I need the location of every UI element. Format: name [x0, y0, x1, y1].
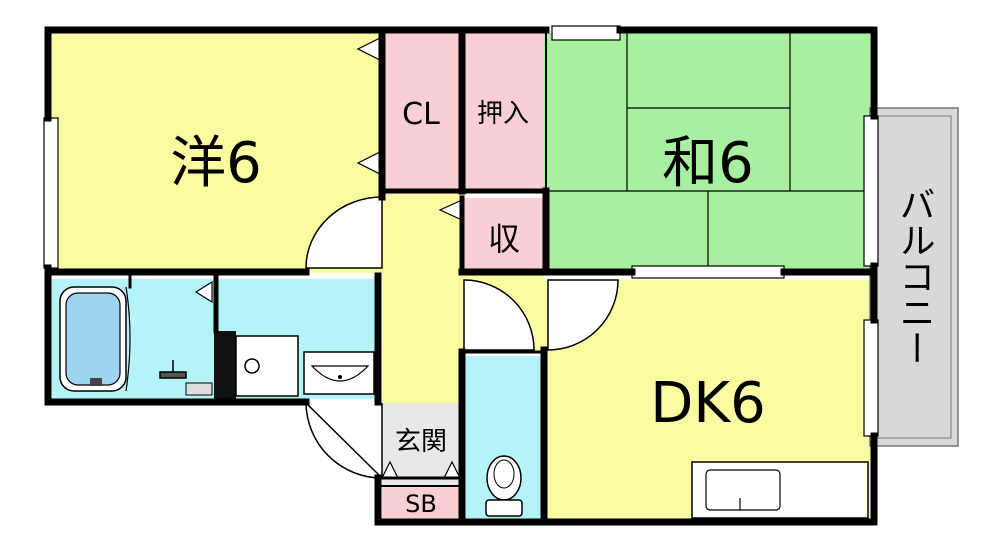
window-east-lower: [863, 319, 879, 437]
room-label-oshiire: 押入: [477, 99, 529, 129]
window-interior: [631, 265, 785, 279]
japanese-room: [544, 33, 870, 273]
storage-area: [464, 198, 544, 270]
door-swings: [305, 196, 619, 480]
oshiire-area: [460, 33, 544, 191]
door-dk: [547, 279, 619, 351]
shoebox-area: [382, 485, 464, 520]
room-label-storage: 収: [488, 220, 520, 258]
bathtub: [59, 286, 127, 392]
closet-area: [382, 33, 460, 191]
toilet-icon: [485, 455, 523, 517]
room-label-genkan: 玄関: [395, 427, 447, 457]
window-north: [551, 25, 621, 41]
door-western: [305, 196, 383, 269]
basin-bowl: [310, 365, 370, 382]
tatami-lines: [544, 33, 870, 273]
bath-faucet: [159, 360, 187, 379]
kitchen-sink: [705, 469, 781, 511]
walls: [44, 26, 878, 526]
washer-pan-dark: [214, 331, 236, 399]
washer-drum-icon: [244, 358, 260, 374]
balcony-area: [869, 107, 959, 447]
room-label-balcony: バルコニー: [894, 186, 935, 366]
room-label-shoebox: SB: [405, 490, 437, 518]
washing-machine: [235, 335, 299, 397]
room-label-japanese: 和6: [662, 131, 754, 196]
hallway: [382, 191, 464, 403]
room-label-western: 洋6: [170, 131, 262, 196]
window-west: [43, 117, 59, 269]
room-label-closet: CL: [402, 97, 440, 132]
bath-shelf: [185, 382, 213, 396]
window-east-upper: [863, 115, 879, 267]
door-entrance: [305, 401, 383, 480]
bath-curtain: [125, 286, 131, 392]
door-hall: [463, 279, 535, 351]
room-label-dk: DK6: [650, 371, 765, 436]
